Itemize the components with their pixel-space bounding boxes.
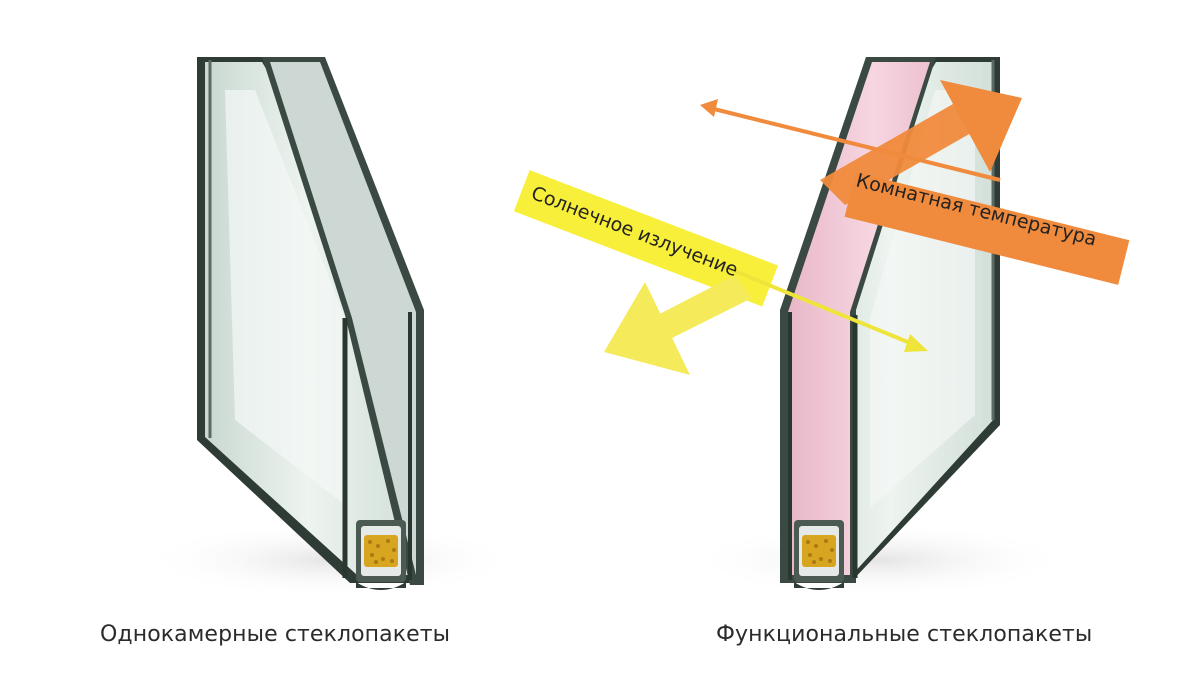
solar-radiation-band	[513, 170, 778, 307]
desiccant	[802, 535, 836, 567]
desiccant-grains	[368, 539, 396, 564]
desiccant-grains	[806, 539, 834, 564]
single-chamber-unit	[140, 57, 520, 598]
room-arrow-head	[940, 80, 1022, 172]
caption-functional: Функциональные стеклопакеты	[716, 622, 1093, 647]
heat-reflection-line	[700, 99, 1001, 182]
front-pane-glass	[270, 62, 416, 575]
front-pane-frame	[262, 57, 424, 585]
coated-pane-glass	[788, 62, 930, 575]
solar-radiation-arrow	[604, 275, 752, 375]
functional-unit	[690, 57, 1070, 598]
inner-glass	[225, 90, 345, 505]
solar-arrow-shaft	[648, 275, 752, 342]
solar-transmission-line	[719, 263, 928, 352]
caption-single-chamber: Однокамерные стеклопакеты	[100, 622, 451, 647]
room-temperature-band	[844, 172, 1130, 285]
solar-label: Солнечное излучение	[528, 182, 741, 281]
seal	[356, 582, 406, 590]
seal	[794, 582, 844, 590]
line-arrowhead-left	[700, 99, 718, 117]
inner-glass	[870, 90, 975, 508]
solar-arrow-head	[604, 282, 690, 375]
desiccant	[364, 535, 398, 567]
line-arrowhead-right	[904, 334, 928, 352]
